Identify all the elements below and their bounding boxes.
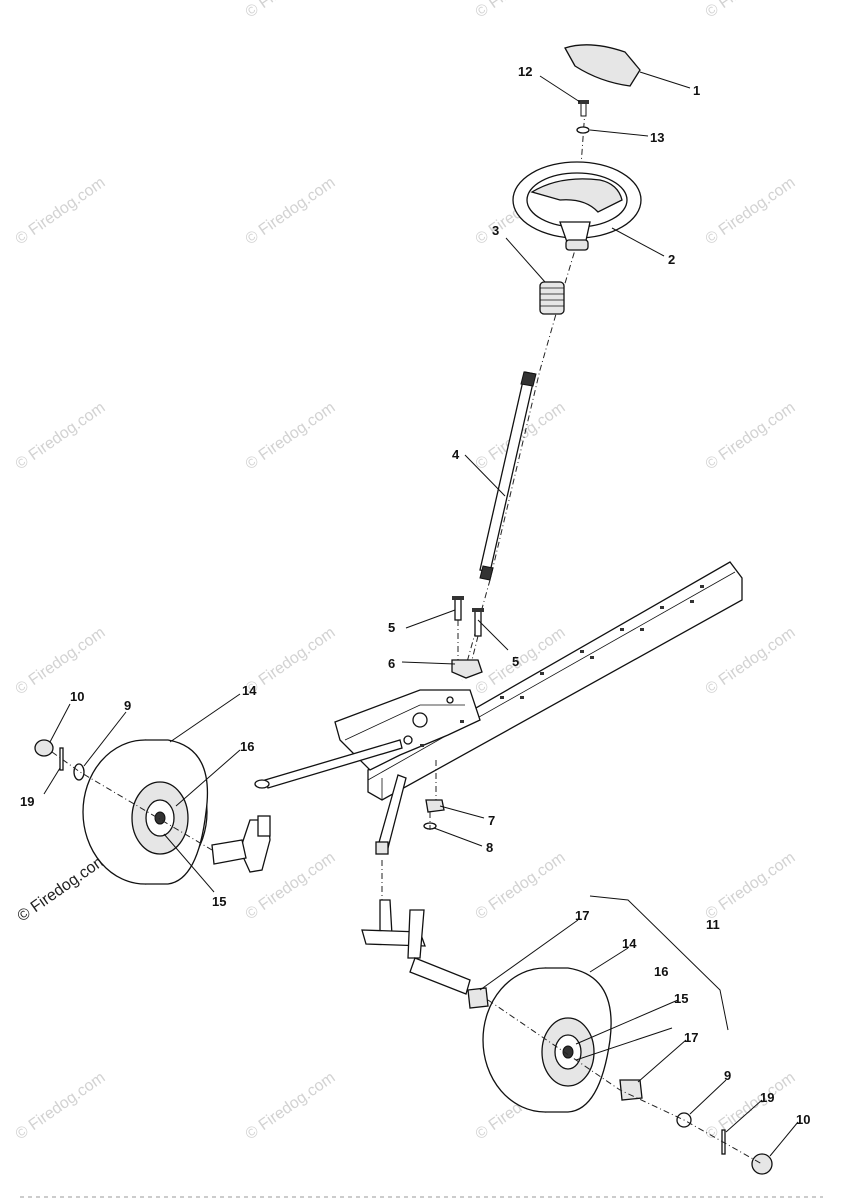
callout-15-right: 15	[674, 991, 688, 1006]
watermark: © Firedog.com	[703, 399, 799, 473]
watermark: © Firedog.com	[703, 0, 799, 21]
nut-7	[425, 799, 445, 813]
callout-5-left: 5	[388, 620, 395, 635]
watermark: © Firedog.com	[13, 1069, 109, 1143]
callout-4: 4	[452, 447, 460, 462]
screw-axis	[457, 620, 479, 661]
bushing-17-outer	[619, 1079, 643, 1101]
callout-17-inner: 17	[575, 908, 589, 923]
group-bracket-11	[589, 895, 729, 1031]
callout-15-left: 15	[212, 894, 226, 909]
callout-9-right: 9	[724, 1068, 731, 1083]
callout-11: 11	[706, 917, 720, 932]
watermark: © Firedog.com	[703, 849, 799, 923]
callout-10-right: 10	[796, 1112, 810, 1127]
steering-wheel	[512, 161, 642, 251]
callout-10-left: 10	[70, 689, 84, 704]
washer-9-left	[73, 763, 85, 781]
callout-16-left: 16	[240, 739, 254, 754]
watermark: © Firedog.com	[243, 174, 339, 248]
callout-8: 8	[486, 840, 493, 855]
washer-13	[576, 126, 590, 134]
watermark-dark: © Firedog.com	[15, 851, 111, 925]
watermark: © Firedog.com	[243, 399, 339, 473]
spindle-left	[211, 815, 271, 873]
callout-19-left: 19	[20, 794, 34, 809]
watermark: © Firedog.com	[13, 624, 109, 698]
callout-12: 12	[518, 64, 532, 79]
watermark: © Firedog.com	[703, 174, 799, 248]
frame-axis	[429, 760, 437, 830]
column-bracket-6	[451, 659, 483, 679]
watermark: © Firedog.com	[13, 399, 109, 473]
cap-edge	[564, 47, 576, 67]
callout-1: 1	[693, 83, 700, 98]
callout-17-outer: 17	[684, 1030, 698, 1045]
callout-7: 7	[488, 813, 495, 828]
screw-5-left	[452, 596, 464, 621]
spindle-right	[361, 899, 471, 995]
screw-5-right	[472, 608, 484, 637]
watermark: © Firedog.com	[13, 174, 109, 248]
wheel-right	[482, 967, 612, 1113]
watermark: © Firedog.com	[243, 0, 339, 21]
leader-lines	[43, 71, 799, 1157]
watermark: © Firedog.com	[243, 1069, 339, 1143]
steering-wheel-cap	[564, 44, 641, 87]
watermark: © Firedog.com	[473, 849, 569, 923]
callout-6: 6	[388, 656, 395, 671]
watermark: © Firedog.com	[703, 624, 799, 698]
frame-holes	[420, 585, 704, 747]
right-axle-line	[487, 999, 763, 1165]
watermark: © Firedog.com	[703, 1069, 799, 1143]
screw-12	[578, 100, 589, 117]
tie-rod-end	[254, 779, 270, 789]
pin-19-left	[59, 747, 64, 771]
callout-3: 3	[492, 223, 499, 238]
watermarks: © Firedog.com © Firedog.com © Firedog.co…	[13, 0, 799, 1143]
callout-16-right: 16	[654, 964, 668, 979]
hub-cap-10-right	[751, 1153, 773, 1175]
column-spring	[539, 281, 565, 315]
callout-2: 2	[668, 252, 675, 267]
callout-labels: 1 2 3 4 5 5 6 7 8 9 9 10 10 11 12 13 14 …	[20, 64, 810, 1127]
callout-14-right: 14	[622, 936, 637, 951]
watermark: © Firedog.com	[473, 0, 569, 21]
watermark: © Firedog.com	[243, 624, 339, 698]
tractor-frame	[334, 561, 743, 801]
callout-13: 13	[650, 130, 664, 145]
hub-cap-10-left	[34, 739, 54, 757]
callout-14-left: 14	[242, 683, 257, 698]
arm-end	[375, 841, 389, 855]
steering-axis-line	[461, 109, 586, 681]
callout-19-right: 19	[760, 1090, 774, 1105]
callout-5-right: 5	[512, 654, 519, 669]
callout-9-left: 9	[124, 698, 131, 713]
steering-shaft	[479, 371, 537, 581]
bushing-17-inner	[467, 987, 489, 1009]
